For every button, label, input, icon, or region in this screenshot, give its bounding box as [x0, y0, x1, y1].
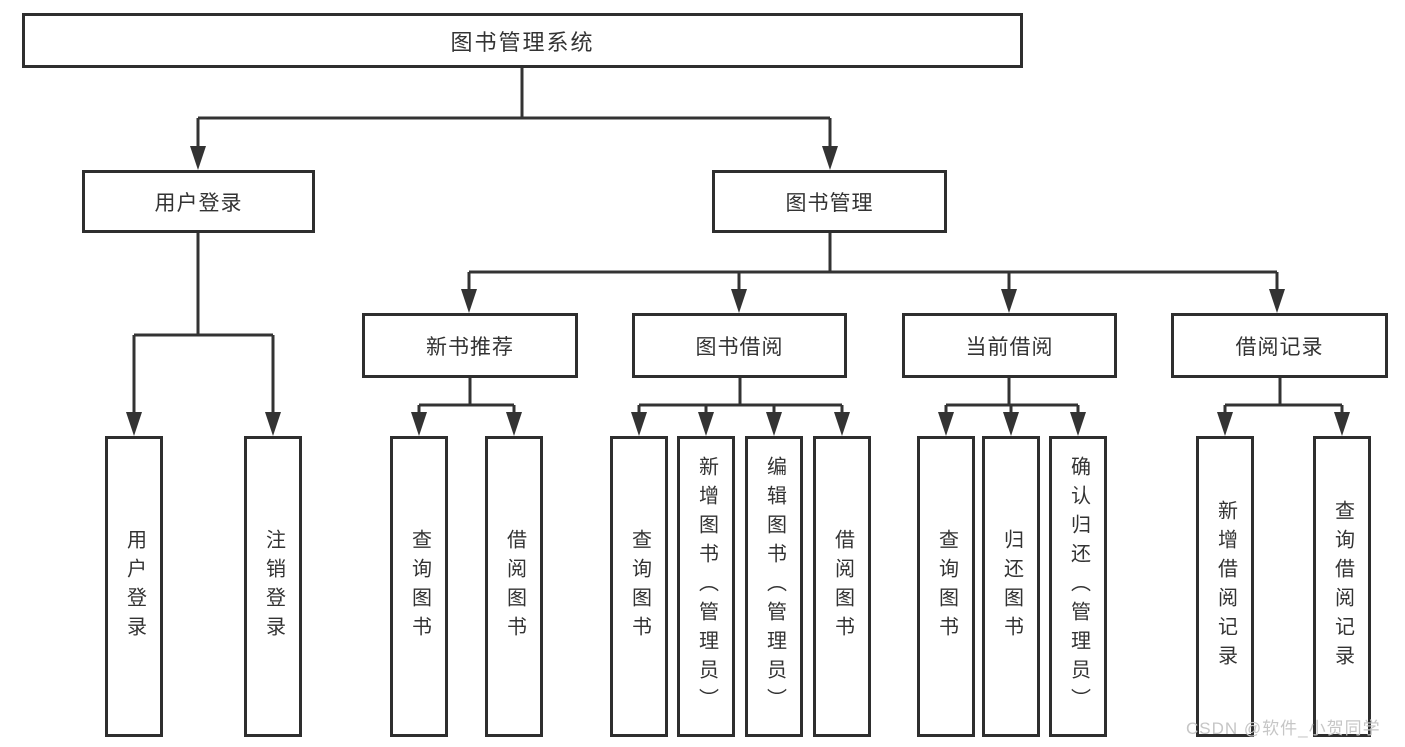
arrowhead-icon [461, 289, 477, 313]
leaf-return-books-label: 归还图书 [1000, 528, 1023, 645]
arrowhead-icon [190, 146, 206, 170]
connector-book-mgmt-to-level3 [467, 233, 1279, 293]
node-root-label: 图书管理系统 [450, 29, 595, 55]
leaf-borrow-books-recommend-label: 借阅图书 [503, 528, 526, 645]
leaf-add-books-admin-label: 新增图书（管理员） [695, 456, 718, 717]
leaf-query-books-recommend: 查询图书 [390, 436, 448, 737]
leaf-borrow-books-borrowing-label: 借阅图书 [831, 528, 854, 645]
leaf-borrow-books-recommend: 借阅图书 [485, 436, 543, 737]
arrowhead-icon [938, 412, 954, 436]
leaf-add-books-admin: 新增图书（管理员） [677, 436, 735, 737]
node-current-borrowing: 当前借阅 [902, 313, 1117, 378]
leaf-query-borrow-record-label: 查询借阅记录 [1331, 499, 1354, 674]
leaf-add-borrow-record-label: 新增借阅记录 [1214, 499, 1237, 674]
node-current-borrowing-label: 当前借阅 [965, 335, 1054, 359]
connector-current-borrow-branch [944, 378, 1080, 417]
node-new-book-recommend: 新书推荐 [362, 313, 578, 378]
node-user-login-branch-label: 用户登录 [154, 191, 243, 215]
arrowhead-icon [411, 412, 427, 436]
node-book-borrowing: 图书借阅 [632, 313, 847, 378]
leaf-confirm-return-admin-label: 确认归还（管理员） [1067, 456, 1090, 717]
arrowhead-icon [1269, 289, 1285, 313]
leaf-return-books: 归还图书 [982, 436, 1040, 737]
leaf-query-books-current: 查询图书 [917, 436, 975, 737]
leaf-confirm-return-admin: 确认归还（管理员） [1049, 436, 1107, 737]
leaf-query-borrow-record: 查询借阅记录 [1313, 436, 1371, 737]
csdn-watermark: CSDN @软件_小贺同学 [1186, 719, 1381, 738]
arrowhead-icon [1334, 412, 1350, 436]
arrowhead-icon [126, 412, 142, 436]
arrowhead-icon [631, 412, 647, 436]
node-borrowing-records: 借阅记录 [1171, 313, 1388, 378]
leaf-query-books-recommend-label: 查询图书 [408, 528, 431, 645]
arrowhead-icon [731, 289, 747, 313]
connector-root-to-level2 [196, 68, 832, 150]
leaf-borrow-books-borrowing: 借阅图书 [813, 436, 871, 737]
arrowhead-icon [1217, 412, 1233, 436]
leaf-edit-books-admin-label: 编辑图书（管理员） [763, 456, 786, 717]
node-book-management-label: 图书管理 [785, 191, 874, 215]
node-root-system: 图书管理系统 [22, 13, 1023, 68]
node-book-borrowing-label: 图书借阅 [695, 335, 784, 359]
arrowhead-icon [506, 412, 522, 436]
arrowhead-icon [834, 412, 850, 436]
leaf-edit-books-admin: 编辑图书（管理员） [745, 436, 803, 737]
node-book-management: 图书管理 [712, 170, 947, 233]
leaf-add-borrow-record: 新增借阅记录 [1196, 436, 1254, 737]
arrowhead-icon [822, 146, 838, 170]
arrowhead-icon [698, 412, 714, 436]
node-user-login-branch: 用户登录 [82, 170, 315, 233]
leaf-logout: 注销登录 [244, 436, 302, 737]
arrowhead-group [126, 146, 1350, 436]
connector-book-borrow-branch [637, 378, 844, 417]
arrowhead-icon [1003, 412, 1019, 436]
leaf-query-books-borrowing: 查询图书 [610, 436, 668, 737]
connector-borrow-records-branch [1223, 378, 1344, 417]
leaf-query-books-borrowing-label: 查询图书 [628, 528, 651, 645]
leaf-logout-label: 注销登录 [262, 528, 285, 645]
connector-user-login-branch [132, 233, 275, 417]
arrowhead-icon [1001, 289, 1017, 313]
arrowhead-icon [766, 412, 782, 436]
leaf-query-books-current-label: 查询图书 [935, 528, 958, 645]
leaf-user-login-label: 用户登录 [123, 528, 146, 645]
node-new-book-recommend-label: 新书推荐 [426, 335, 514, 359]
node-borrowing-records-label: 借阅记录 [1235, 335, 1324, 359]
leaf-user-login: 用户登录 [105, 436, 163, 737]
connector-new-book-branch [417, 378, 516, 417]
arrowhead-icon [265, 412, 281, 436]
arrowhead-icon [1070, 412, 1086, 436]
